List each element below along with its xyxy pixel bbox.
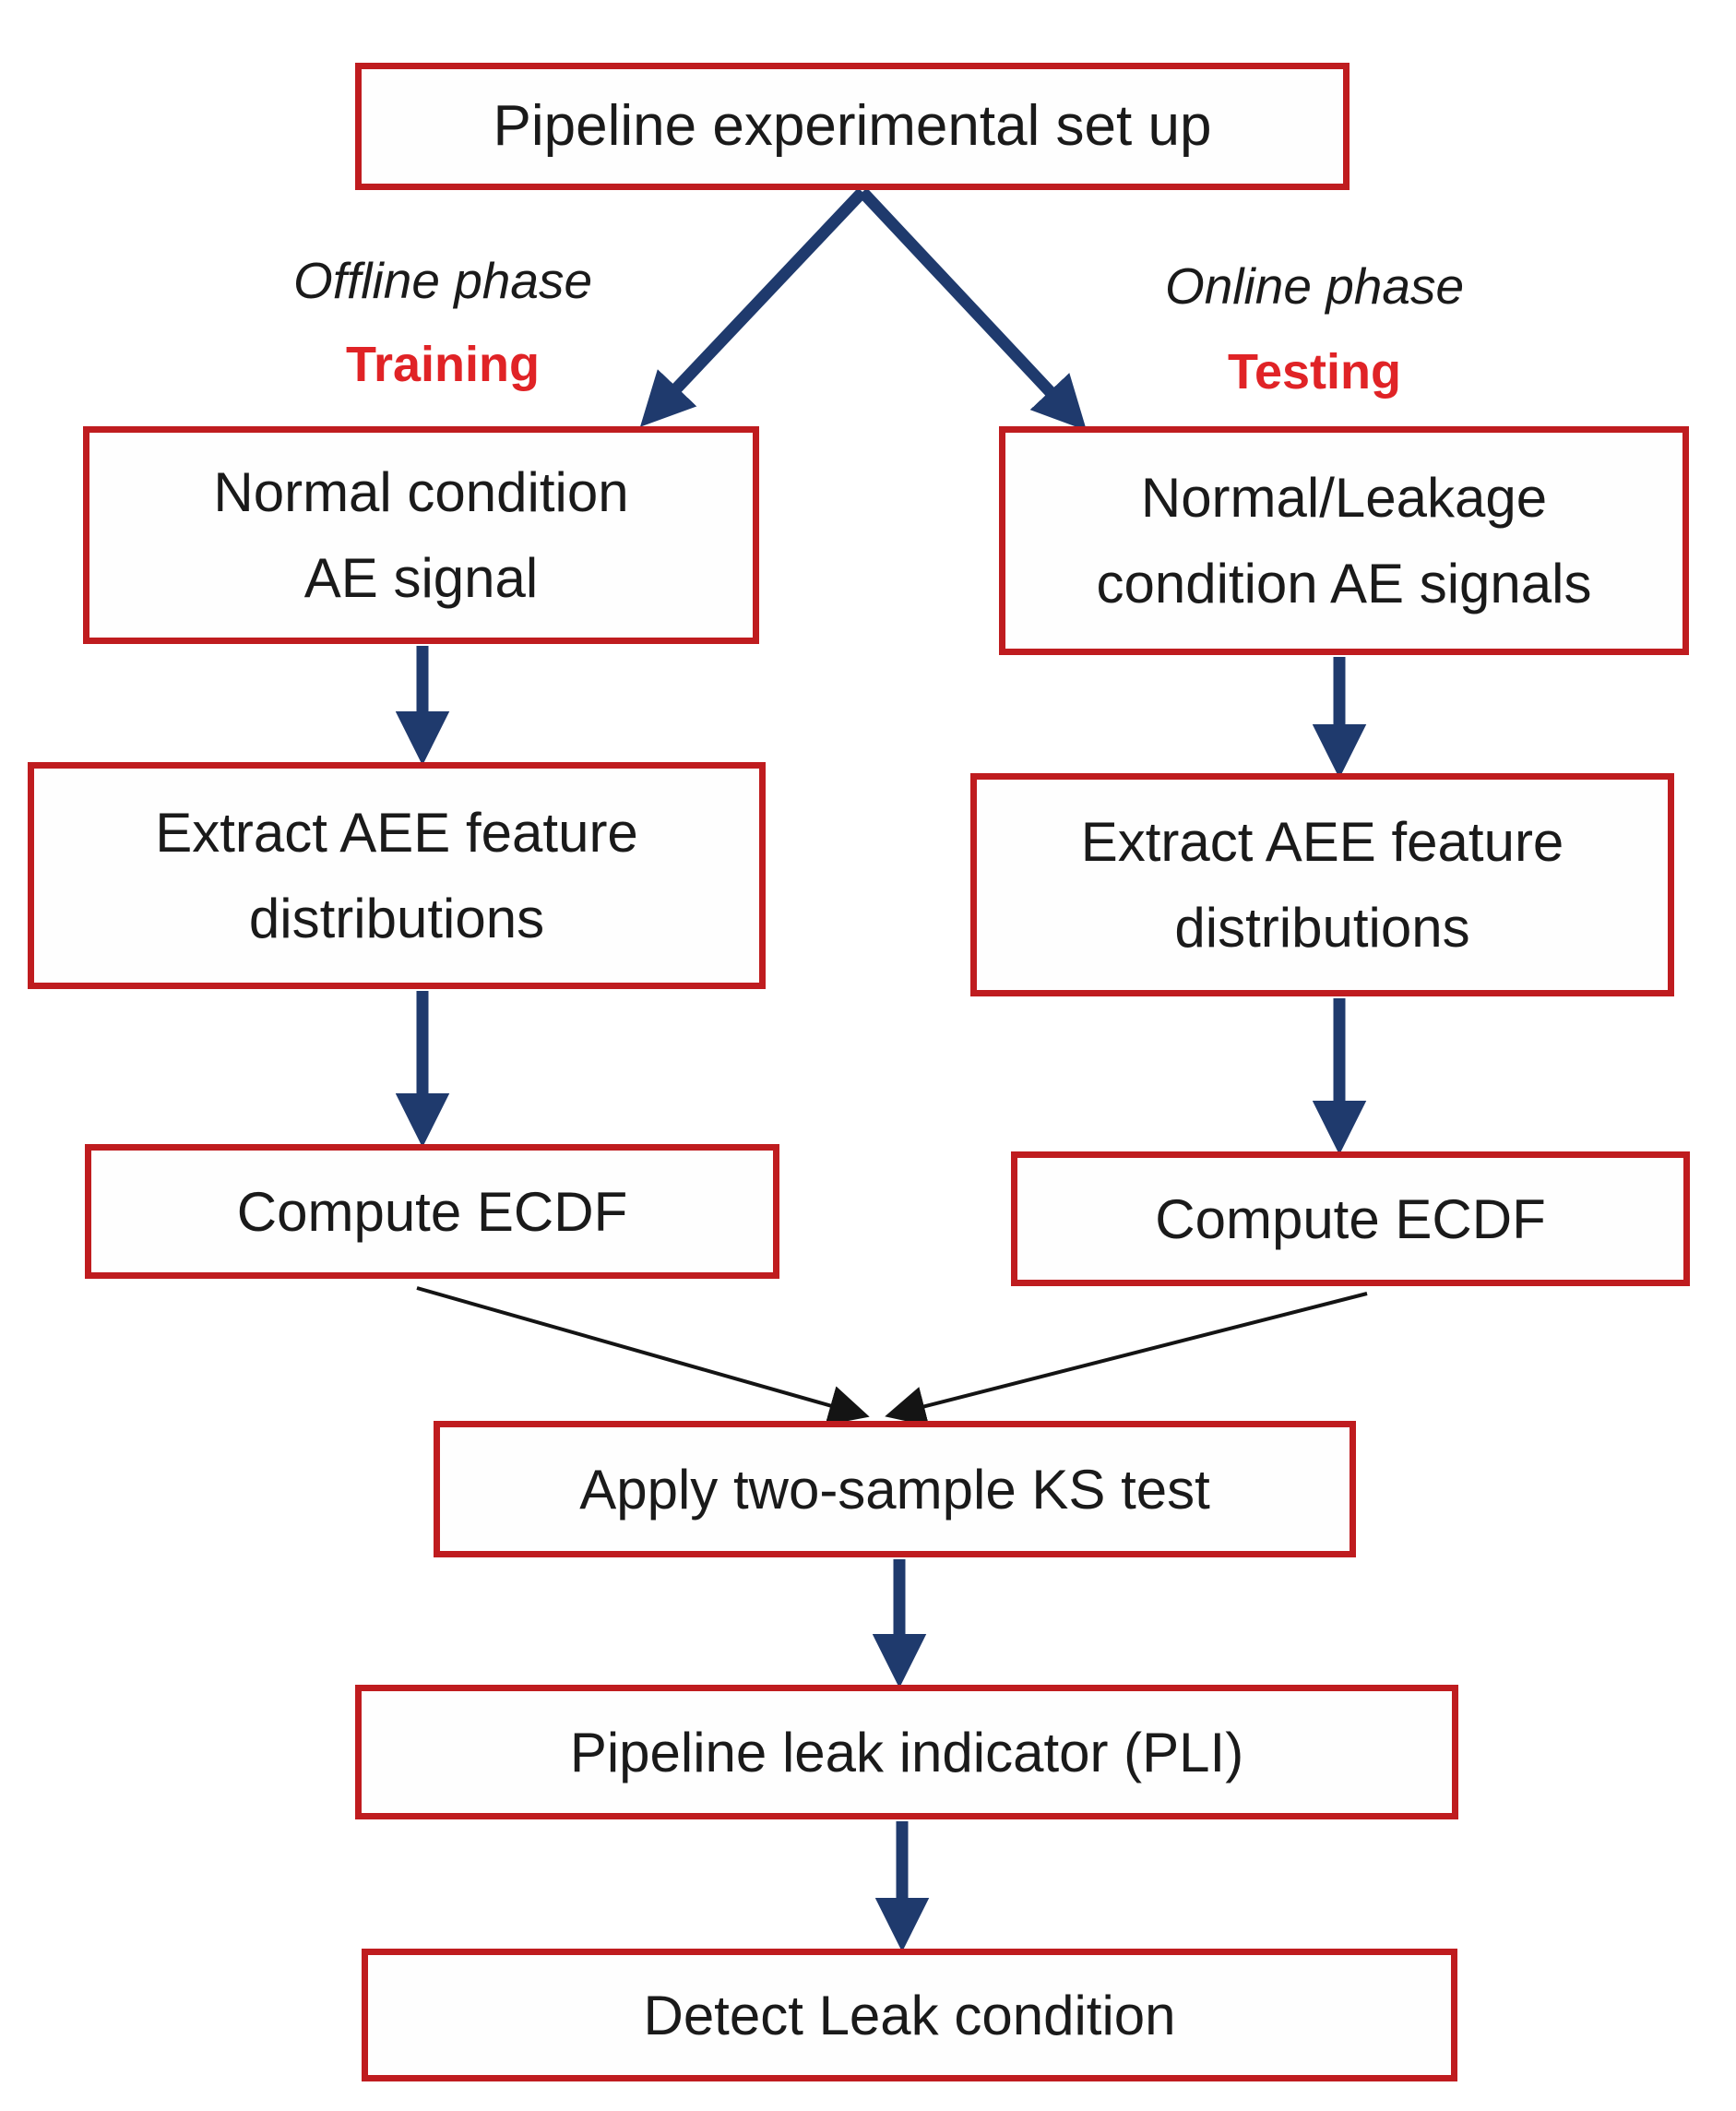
node-detect-leak-condition: Detect Leak condition [362,1949,1457,2081]
online-phase-label: Online phase [1164,257,1465,315]
offline-phase-label: Offline phase [292,252,593,309]
training-label: Training [345,337,540,392]
node-compute-ecdf-left: Compute ECDF [85,1144,779,1279]
node-compute-ecdf-right: Compute ECDF [1011,1151,1690,1286]
arrow-left3-to-ks [416,1286,870,1425]
node-pipeline-setup: Pipeline experimental set up [355,63,1350,190]
node-normal-leakage-condition-ae-signals: Normal/Leakage condition AE signals [999,426,1689,655]
arrow-right3-to-ks [885,1292,1368,1426]
node-extract-aee-features-left: Extract AEE feature distributions [28,762,766,989]
node-apply-ks-test: Apply two-sample KS test [434,1421,1356,1557]
node-extract-aee-features-right: Extract AEE feature distributions [970,773,1674,996]
node-pipeline-leak-indicator: Pipeline leak indicator (PLI) [355,1685,1458,1819]
testing-label: Testing [1228,344,1401,400]
node-normal-condition-ae-signal: Normal condition AE signal [83,426,759,644]
